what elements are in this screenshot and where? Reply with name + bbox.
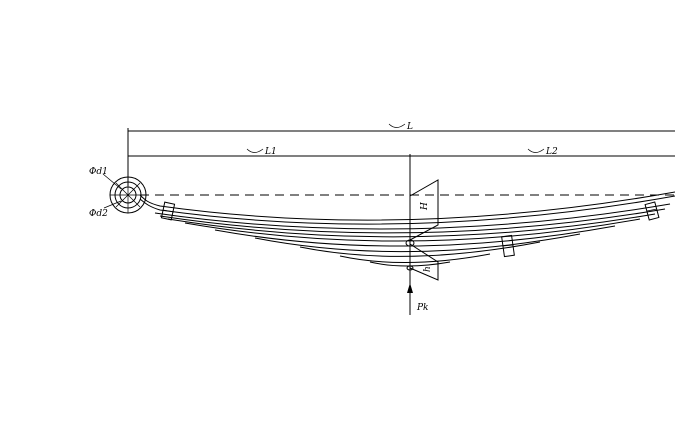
label-front-length: L1 [264,147,277,157]
spring-eye [109,176,147,214]
label-eye-inner-diameter: Φd2 [89,209,108,219]
spring-leaf-stack [139,191,675,267]
label-height: H [420,202,430,211]
rebound-clip-left [160,201,176,221]
dimension-total-length: L [127,122,675,186]
dimension-segment-lengths: L1 L2 [128,147,675,315]
label-load: Pk [416,303,429,313]
rebound-clip-right [644,201,660,221]
eye-diameter-labels: Φd1 Φd2 [89,167,122,219]
load-arrow: Pk [407,283,429,315]
center-bolt [405,239,415,271]
label-total-length: L [406,122,413,132]
label-thickness: h [423,266,433,272]
dimension-height: H [409,179,439,241]
dimension-thickness: h [409,243,439,281]
label-rear-length: L2 [545,147,558,157]
rebound-clip-middle [501,234,515,258]
label-eye-outer-diameter: Φd1 [89,167,108,177]
arrow-head-icon [407,283,413,293]
